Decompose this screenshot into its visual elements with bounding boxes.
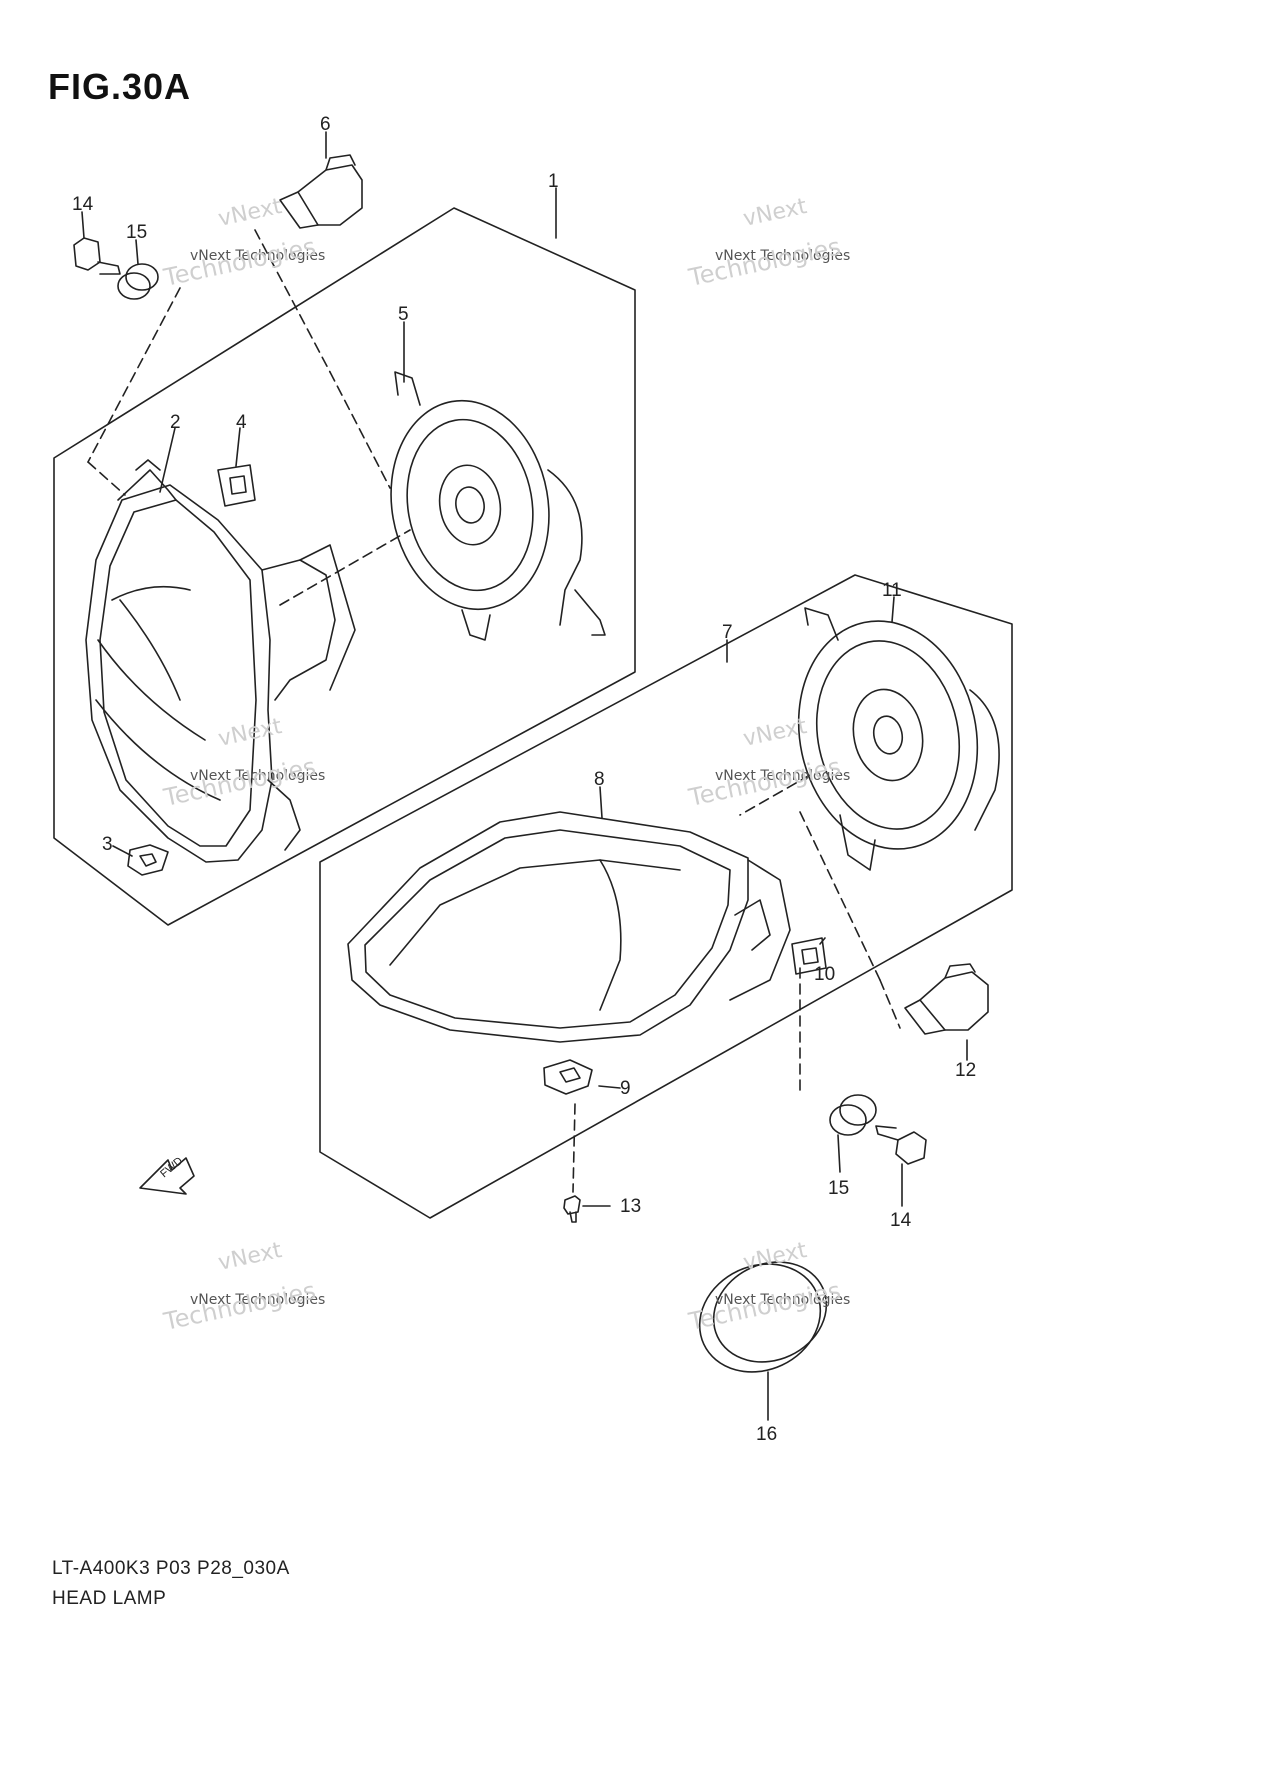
- reflector-11: [797, 607, 1000, 871]
- callout-11: 11: [882, 580, 902, 601]
- callout-9: 9: [620, 1078, 631, 1099]
- callout-3: 3: [102, 834, 113, 855]
- watermark-line3: Technologies: [685, 232, 843, 292]
- callout-6: 6: [320, 114, 331, 135]
- screw-14-upper: [73, 237, 121, 275]
- callout-12: 12: [955, 1060, 976, 1081]
- callout-7: 7: [722, 622, 733, 643]
- callout-2: 2: [170, 412, 181, 433]
- callout-5: 5: [398, 304, 409, 325]
- headlamp-housing-8: [347, 811, 791, 1043]
- screw-13: [563, 1195, 581, 1223]
- watermark-line3: Technologies: [160, 752, 318, 812]
- clip-3: [127, 844, 169, 876]
- watermark-line1: vNext: [741, 194, 809, 232]
- figure-title: FIG.30A: [48, 66, 192, 107]
- watermark-line3: Technologies: [160, 232, 318, 292]
- watermark-line1: vNext: [216, 1238, 284, 1276]
- assembly-7-frame: [319, 574, 1013, 1219]
- watermark-line3: Technologies: [685, 1276, 843, 1336]
- callout-13: 13: [620, 1196, 641, 1217]
- callout-4: 4: [236, 412, 247, 433]
- watermark-line3: Technologies: [685, 752, 843, 812]
- assembly-1-frame: [53, 207, 636, 926]
- figure-code: LT-A400K3 P03 P28_030A: [52, 1558, 290, 1579]
- watermark-line3: Technologies: [160, 1276, 318, 1336]
- grommet-15-upper: [117, 263, 159, 300]
- bulb-12: [904, 963, 989, 1035]
- screw-14-lower: [875, 1125, 927, 1165]
- watermark: vNext vNext Technologies Technologies vN…: [160, 194, 850, 1336]
- clip-4: [217, 464, 256, 507]
- figure-name: HEAD LAMP: [52, 1588, 167, 1609]
- callout-15-upper: 15: [126, 222, 147, 243]
- grommet-15-lower: [829, 1094, 877, 1136]
- watermark-line2: vNext Technologies: [190, 1292, 325, 1308]
- reflector-5: [390, 371, 606, 641]
- clip-9: [543, 1059, 593, 1095]
- watermark-line1: vNext: [216, 714, 284, 752]
- headlamp-housing-2: [85, 459, 356, 863]
- assembly-dash-lines: [87, 229, 901, 1193]
- clip-10: [791, 937, 827, 975]
- watermark-line2: vNext Technologies: [715, 248, 850, 264]
- watermark-line2: vNext Technologies: [715, 1292, 850, 1308]
- leader-lines: [81, 131, 968, 1421]
- reflector-16: [698, 1261, 828, 1373]
- callout-1: 1: [548, 171, 559, 192]
- callout-16: 16: [756, 1424, 777, 1445]
- watermark-line2: vNext Technologies: [190, 768, 325, 784]
- callout-14-lower: 14: [890, 1210, 912, 1231]
- bulb-6: [279, 154, 363, 229]
- callout-15-lower: 15: [828, 1178, 849, 1199]
- callout-14-upper: 14: [72, 194, 94, 215]
- watermark-line1: vNext: [741, 1238, 809, 1276]
- watermark-line1: vNext: [741, 714, 809, 752]
- callout-10: 10: [814, 964, 835, 985]
- callout-8: 8: [594, 769, 605, 790]
- watermark-line2: vNext Technologies: [190, 248, 325, 264]
- watermark-line2: vNext Technologies: [715, 768, 850, 784]
- watermark-line1: vNext: [216, 194, 284, 232]
- fwd-arrow: [139, 1157, 195, 1195]
